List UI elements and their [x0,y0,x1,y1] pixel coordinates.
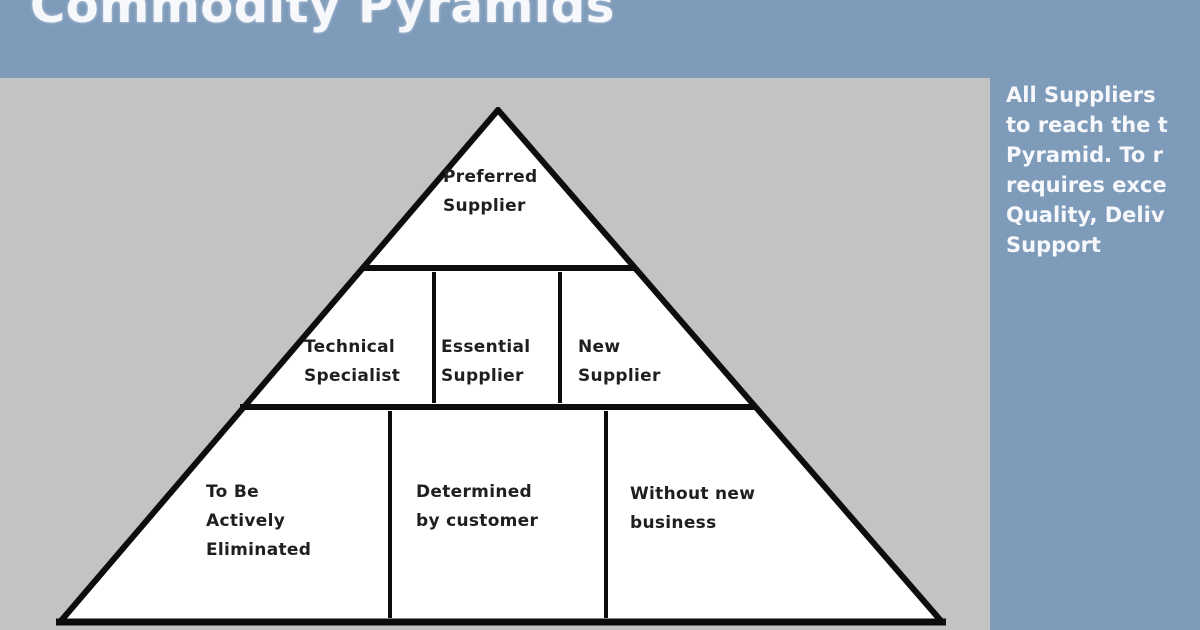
slide-title: Commodity Pyramids [30,0,615,34]
preferred-supplier-label: Preferred Supplier [443,167,538,216]
technical-specialist-label: Technical Specialist [304,337,401,386]
pyramid-left-edge [57,107,501,625]
without-new-business-label: Without new business [630,484,756,533]
side-panel [992,70,1200,630]
determined-by-customer-label: Determined by customer [416,482,539,531]
pyramid-right-edge [495,107,945,625]
actively-eliminated-label: To Be Actively Eliminated [206,482,312,560]
side-description: All Suppliers to reach the t Pyramid. To… [1006,83,1168,257]
essential-supplier-label: Essential Supplier [441,337,531,386]
pyramid-shape [60,110,942,622]
new-supplier-label: New Supplier [578,337,661,386]
title-bar: Commodity Pyramids [0,0,1200,72]
